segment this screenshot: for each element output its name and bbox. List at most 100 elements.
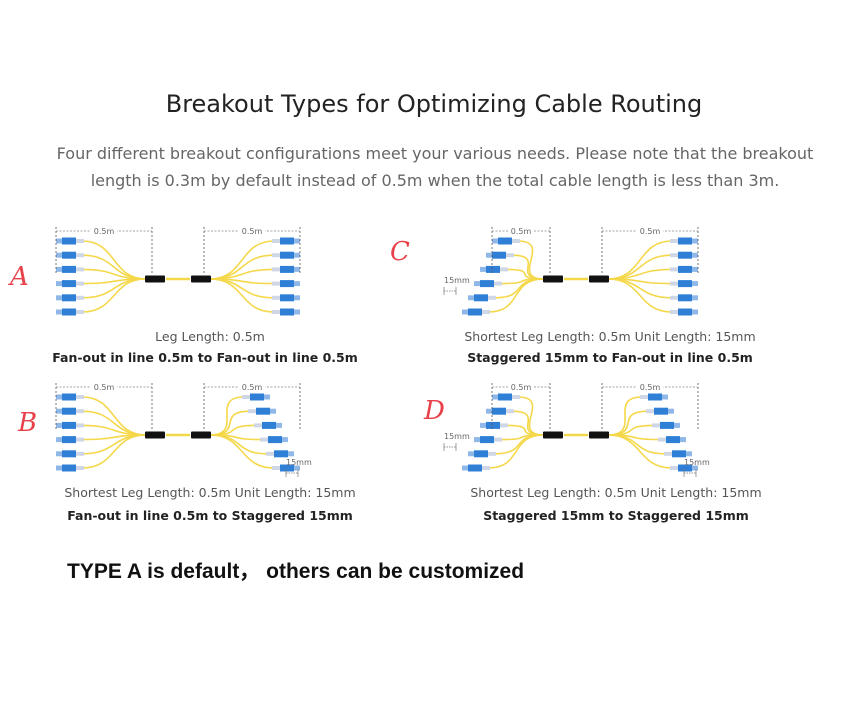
- panel-b-right-connector-3-body: [262, 421, 276, 429]
- panel-c-left-connector-6-body: [468, 308, 482, 316]
- panel-d-left-connector-1-ferrule: [492, 394, 498, 400]
- panel-b-left-dimension-label: 0.5m: [94, 383, 115, 392]
- panel-b-caption-1: Shortest Leg Length: 0.5m Unit Length: 1…: [64, 485, 356, 500]
- panel-b-right-fiber-6: [209, 434, 275, 469]
- panel-a-right-connector-2-boot: [272, 253, 280, 258]
- panel-a-left-connector-6-boot: [76, 310, 84, 314]
- panel-d-right-connector-6-boot: [670, 466, 678, 470]
- panel-d-left-connector-4-body: [480, 436, 494, 444]
- panel-a-left-connector-1-ferrule: [56, 238, 62, 244]
- panel-d-right-splitter: [589, 431, 609, 439]
- panel-a-right-connector-1-boot: [272, 239, 280, 243]
- panel-d-right-connector-4-ferrule: [680, 437, 686, 443]
- panel-b-left-fiber-1: [81, 396, 147, 436]
- panel-c-right-connector-3-ferrule: [692, 266, 698, 272]
- panel-d-left-connector-6-body: [468, 464, 482, 472]
- panel-b-left-connector-1-body: [62, 393, 76, 401]
- panel-d-left-connector-4-ferrule: [474, 437, 480, 443]
- panel-d-right-connector-1-ferrule: [662, 394, 668, 400]
- panel-a-right-connector-5-boot: [272, 295, 280, 300]
- panel-d-left-connector-6-boot: [482, 466, 490, 470]
- panel-b-right-connector-1-body: [250, 393, 264, 401]
- panel-a-caption-2: Fan-out in line 0.5m to Fan-out in line …: [52, 350, 358, 365]
- panel-c-right-connector-2-body: [678, 251, 692, 259]
- panel-c-left-connector-5-ferrule: [468, 295, 474, 301]
- panel-d-right-connector-6-ferrule: [692, 465, 698, 471]
- intro-line-2: length is 0.3m by default instead of 0.5…: [90, 171, 780, 190]
- panel-b-left-connector-3-body: [62, 421, 76, 429]
- panel-b-left-connector-4-body: [62, 436, 76, 444]
- panel-b-left-connector-6-boot: [76, 466, 84, 470]
- panel-a-left-dimension-label-bg: [91, 226, 117, 235]
- panel-a-left-connector-6-ferrule: [56, 309, 62, 315]
- panel-a-right-connector-2-body: [280, 251, 294, 259]
- panel-d-left-connector-3-ferrule: [480, 422, 486, 428]
- panel-d-right-connector-5-ferrule: [686, 451, 692, 457]
- panel-d-right-connector-3-ferrule: [674, 422, 680, 428]
- panel-c-left-connector-5-body: [474, 294, 488, 302]
- panel-d-left-fiber-1: [517, 396, 545, 436]
- panel-d-right-connector-6-body: [678, 464, 692, 472]
- panel-a-right-connector-1-ferrule: [294, 238, 300, 244]
- panel-b-left-fiber-6: [81, 434, 147, 469]
- panel-c-left-dimension-label: 0.5m: [511, 227, 532, 236]
- intro-text: Four different breakout configurations m…: [40, 140, 830, 194]
- panel-d-right-fiber-6: [607, 434, 673, 469]
- panel-c-right-connector-6-ferrule: [692, 309, 698, 315]
- panel-a-right-connector-4-body: [280, 280, 294, 288]
- panel-d-left-connector-4-boot: [494, 437, 502, 442]
- panel-d-right-connector-1-boot: [640, 395, 648, 399]
- panel-b-caption-2: Fan-out in line 0.5m to Staggered 15mm: [67, 508, 353, 523]
- panel-d-right-unit-label: 15mm: [684, 458, 710, 467]
- page-title: Breakout Types for Optimizing Cable Rout…: [165, 90, 703, 118]
- panel-d-left-fiber-3: [505, 424, 545, 436]
- panel-a-right-dimension-label-bg: [239, 226, 265, 235]
- panel-b-left-connector-4-ferrule: [56, 437, 62, 443]
- panel-a-left-connector-5-body: [62, 294, 76, 302]
- panel-d-left-connector-5-body: [474, 450, 488, 458]
- panel-a-left-connector-4-ferrule: [56, 281, 62, 287]
- panel-c-right-connector-1-boot: [670, 239, 678, 243]
- panel-c-left-connector-4-ferrule: [474, 281, 480, 287]
- panel-b-left-connector-1-boot: [76, 395, 84, 399]
- panel-d-right-dimension-label-bg: [637, 382, 663, 391]
- panel-d-left-connector-3-body: [486, 421, 500, 429]
- panel-c-right-connector-5-ferrule: [692, 295, 698, 301]
- panel-d-left-fiber-2: [511, 410, 545, 436]
- panel-c-left-fiber-6: [487, 278, 545, 313]
- panel-a-right-dimension-label: 0.5m: [242, 227, 263, 236]
- panel-a-right-fiber-1: [209, 240, 275, 280]
- panel-d-right-connector-2-boot: [646, 409, 654, 414]
- panel-a-right-connector-6-boot: [272, 310, 280, 314]
- panel-a-left-connector-3-ferrule: [56, 266, 62, 272]
- panel-a-left-splitter: [145, 275, 165, 283]
- panel-d-right-connector-2-ferrule: [668, 408, 674, 414]
- panel-b-left-connector-1-ferrule: [56, 394, 62, 400]
- panel-a-right-connector-3-ferrule: [294, 266, 300, 272]
- panel-c-right-connector-1-body: [678, 237, 692, 245]
- panel-c-left-unit-label: 15mm: [444, 276, 470, 285]
- panel-b-right-connector-2-body: [256, 407, 270, 415]
- panel-b-right-connector-3-boot: [254, 423, 262, 428]
- panel-d-left-fiber-6: [487, 434, 545, 469]
- panel-b-right-connector-6-boot: [272, 466, 280, 470]
- panel-b-letter: B: [18, 408, 38, 438]
- panel-a-right-connector-5-body: [280, 294, 294, 302]
- panel-c-right-connector-6-body: [678, 308, 692, 316]
- panel-b-left-connector-5-ferrule: [56, 451, 62, 457]
- panel-d-right-connector-3-boot: [652, 423, 660, 428]
- panel-a-right-connector-6-body: [280, 308, 294, 316]
- panel-a-right-connector-6-ferrule: [294, 309, 300, 315]
- panel-c-left-dimension-label-bg: [508, 226, 534, 235]
- panel-b-left-connector-5-body: [62, 450, 76, 458]
- panel-a-left-fiber-1: [81, 240, 147, 280]
- panel-d-right-connector-3-body: [660, 421, 674, 429]
- panel-c-left-connector-2-ferrule: [486, 252, 492, 258]
- panel-c-right-dimension-label-bg: [637, 226, 663, 235]
- panel-c-left-connector-3-ferrule: [480, 266, 486, 272]
- panel-c-left-connector-1-ferrule: [492, 238, 498, 244]
- panel-a-right-connector-3-body: [280, 265, 294, 273]
- panel-b-right-connector-2-boot: [248, 409, 256, 414]
